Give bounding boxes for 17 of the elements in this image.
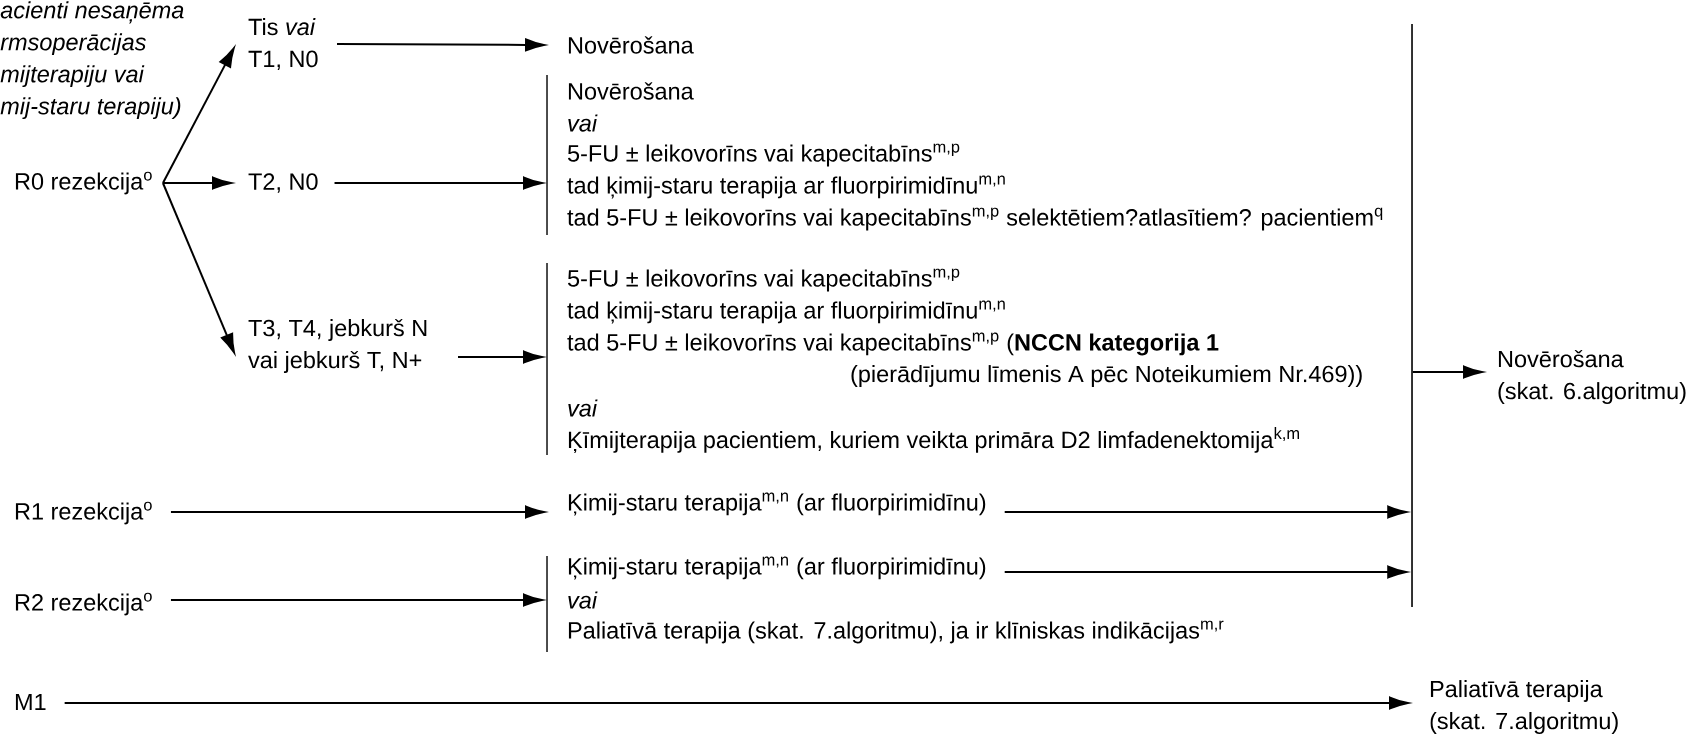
stage-label: T2, N0 bbox=[248, 173, 318, 193]
stage-label: R2 rezekcija$^{o}$ bbox=[15, 592, 152, 616]
arrow bbox=[161, 47, 235, 184]
outcome-text: Novērošana (skat. 6.algoritmu) bbox=[1498, 350, 1686, 404]
stage-label: Tis vai T1, N0 bbox=[248, 18, 318, 70]
treatment-block: Novērošana vai 5-FU ± leikovorīns vai kapecitabīns$^{m,p}$ tad ķimij-staru terapija ar fluorpirimidīnu$^{m,n}$ tad 5-FU ± leikovorīns vai kapecitabīns$^{m,p}$ selektētiem?atlasītiem? pacientiem$^{q}$ bbox=[546, 74, 1383, 236]
stage-label: R1 rezekcija$^{o}$ bbox=[15, 501, 152, 525]
stage-label: R0 rezekcija$^{o}$ bbox=[15, 171, 152, 195]
note-text: acienti nesaņēma rmsoperācijas mijterapiju vai mij-staru terapiju) bbox=[0, 1, 184, 120]
treatment-block: 5-FU ± leikovorīns vai kapecitabīns$^{m,p}$ tad ķimij-staru terapija ar fluorpirimidīnu$^{m,n}$ tad 5-FU ± leikovorīns vai kapecitabīns$^{m,p}$ (NCCN kategorija 1 (pierādījumu līmenis A pēc Noteikumiem Nr.469)) vai Ķīmijterapija pacientiem, kuriem veikta primāra D2 limfadenektomija$^{k,m}$ bbox=[546, 262, 1362, 456]
stage-label: M1 bbox=[15, 693, 46, 711]
stage-label: T3, T4, jebkurš N vai jebkurš T, N+ bbox=[248, 319, 427, 373]
treatment-text: Ķimij-staru terapija$^{m,n}$ (ar fluorpirimidīnu) bbox=[568, 492, 986, 516]
outcome-text: Novērošana bbox=[568, 36, 694, 54]
arrow bbox=[161, 182, 235, 354]
treatment-block: Ķimij-staru terapija$^{m,n}$ (ar fluorpirimidīnu) vai Paliatīvā terapija (skat. 7.algoritmu), ja ir klīniskas indikācijas$^{m,r}$ bbox=[546, 555, 1224, 653]
outcome-text: Paliatīvā terapija (skat. 7.algoritmu) bbox=[1430, 680, 1618, 734]
